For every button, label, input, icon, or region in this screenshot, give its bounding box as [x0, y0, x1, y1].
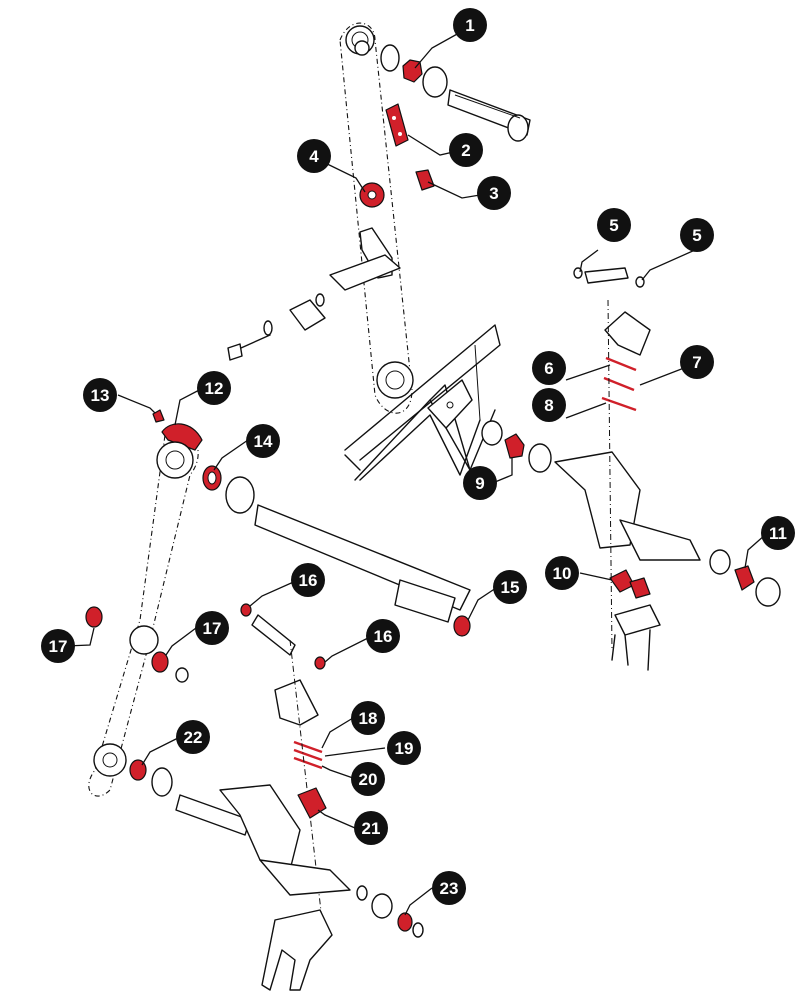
callout-21-label: 21 — [362, 819, 381, 838]
callout-15-label: 15 — [501, 578, 520, 597]
callout-16-upper: 16 — [291, 563, 325, 597]
right-arm-assembly — [481, 420, 781, 607]
callout-4: 4 — [297, 139, 331, 173]
bushing-part-17 — [85, 606, 189, 683]
callout-9: 9 — [463, 466, 497, 500]
link-part-3 — [415, 169, 435, 191]
callout-17-right: 17 — [195, 611, 229, 645]
top-sprocket-assembly — [345, 25, 531, 142]
callout-3-label: 3 — [489, 184, 498, 203]
callout-5-left: 5 — [597, 208, 631, 242]
callout-10-label: 10 — [553, 564, 572, 583]
sprocket-part-4 — [359, 182, 385, 208]
callout-20: 20 — [351, 762, 385, 796]
left-sprocket-assembly — [152, 409, 222, 491]
chain-link-part-2 — [385, 103, 409, 147]
callout-6: 6 — [532, 351, 566, 385]
lower-right-bracket — [611, 604, 661, 671]
callout-5-right: 5 — [680, 218, 714, 252]
center-bracket — [274, 679, 323, 770]
callout-22-label: 22 — [184, 728, 203, 747]
callout-9-label: 9 — [475, 474, 484, 493]
bracket-6-7-8 — [601, 311, 651, 412]
callout-12-label: 12 — [205, 379, 224, 398]
callout-14: 14 — [246, 424, 280, 458]
bushing-part-10 — [609, 569, 651, 599]
callout-21: 21 — [354, 811, 388, 845]
callout-20-label: 20 — [359, 770, 378, 789]
callout-11: 11 — [761, 516, 795, 550]
callout-18: 18 — [351, 701, 385, 735]
callout-16-lower-label: 16 — [374, 627, 393, 646]
link-rod-5 — [573, 267, 645, 288]
center-axis-right — [607, 299, 613, 651]
callout-6-label: 6 — [544, 359, 553, 378]
callout-14-label: 14 — [254, 432, 273, 451]
tensioner-bracket — [227, 227, 401, 361]
callout-15: 15 — [493, 570, 527, 604]
callout-23-label: 23 — [440, 879, 459, 898]
callout-23: 23 — [432, 871, 466, 905]
callout-7: 7 — [680, 345, 714, 379]
callout-3: 3 — [477, 176, 511, 210]
callout-2-label: 2 — [461, 141, 470, 160]
callout-16-upper-label: 16 — [299, 571, 318, 590]
main-shaft — [225, 476, 471, 637]
callout-8-label: 8 — [544, 396, 553, 415]
callout-13: 13 — [83, 378, 117, 412]
callout-1-label: 1 — [465, 16, 474, 35]
callout-5-left-label: 5 — [609, 216, 618, 235]
callout-18-label: 18 — [359, 709, 378, 728]
callout-2: 2 — [449, 133, 483, 167]
callout-17-right-label: 17 — [203, 619, 222, 638]
frame — [344, 324, 501, 481]
link-part-16 — [240, 603, 326, 670]
lower-assembly — [93, 743, 424, 991]
callout-11-label: 11 — [769, 524, 787, 543]
callout-4-label: 4 — [309, 147, 319, 166]
callout-7-label: 7 — [692, 353, 701, 372]
callout-5-right-label: 5 — [692, 226, 701, 245]
callout-17-left: 17 — [41, 629, 75, 663]
callout-16-lower: 16 — [366, 619, 400, 653]
callout-22: 22 — [176, 720, 210, 754]
callout-13-label: 13 — [91, 386, 110, 405]
callout-19: 19 — [387, 731, 421, 765]
lower-upper-sprocket — [376, 361, 414, 399]
upper-chain — [339, 22, 413, 414]
callout-10: 10 — [545, 556, 579, 590]
callout-12: 12 — [197, 371, 231, 405]
callout-8: 8 — [532, 388, 566, 422]
callout-1: 1 — [453, 8, 487, 42]
callout-17-left-label: 17 — [49, 637, 68, 656]
callout-19-label: 19 — [395, 739, 414, 758]
